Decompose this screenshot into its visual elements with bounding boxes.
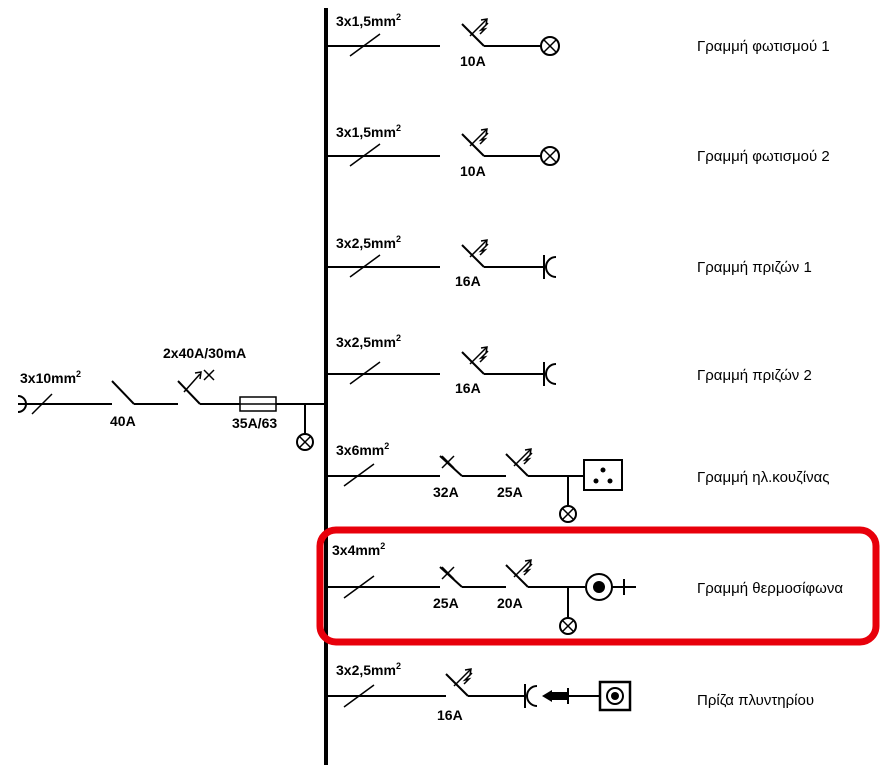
breaker-icon bbox=[505, 453, 529, 477]
cable-tick bbox=[349, 33, 381, 57]
circuit-lighting-2: 3x1,5mm2 10A Γραμμή φωτισμού 2 bbox=[326, 123, 830, 179]
circuit-name: Γραμμή πριζών 2 bbox=[697, 367, 812, 384]
breaker-icon bbox=[461, 23, 485, 47]
cable-tick bbox=[349, 361, 381, 385]
breaker-icon bbox=[505, 564, 529, 588]
lamp-icon bbox=[540, 36, 560, 56]
cooker-icon bbox=[583, 459, 623, 491]
cable-tick bbox=[349, 143, 381, 167]
breaker-rating: 10A bbox=[460, 53, 486, 69]
circuit-name: Πρίζα πλυντηρίου bbox=[697, 692, 814, 709]
circuit-name: Γραμμή πριζών 1 bbox=[697, 259, 812, 276]
circuit-sockets-2: 3x2,5mm2 16A Γραμμή πριζών 2 bbox=[326, 333, 812, 396]
breaker-icon bbox=[461, 133, 485, 157]
circuit-name: Γραμμή φωτισμού 2 bbox=[697, 148, 830, 165]
fuse-rating: 35A/63 bbox=[232, 415, 277, 431]
circuit-washing-machine: 3x2,5mm2 16A Πρίζα πλυντηρίου bbox=[326, 661, 814, 723]
supply-line: 3x10mm2 40A 2x40A/30mA 35A/63 bbox=[17, 345, 326, 451]
circuit-sockets-1: 3x2,5mm2 16A Γραμμή πριζών 1 bbox=[326, 234, 812, 289]
circuit-name: Γραμμή ηλ.κουζίνας bbox=[697, 469, 829, 486]
breaker-icon bbox=[445, 673, 469, 697]
breaker-rating: 20A bbox=[497, 595, 523, 611]
supply-cable-label: 3x10mm2 bbox=[20, 369, 81, 386]
switch-rating: 32A bbox=[433, 484, 459, 500]
cable-tick bbox=[349, 254, 381, 278]
circuit-cable-label: 3x1,5mm2 bbox=[336, 123, 401, 140]
breaker-rating: 16A bbox=[455, 273, 481, 289]
indicator-lamp-icon bbox=[559, 505, 577, 523]
main-switch-rating: 40A bbox=[110, 413, 136, 429]
circuit-cable-label: 3x2,5mm2 bbox=[336, 333, 401, 350]
switch-rating: 25A bbox=[433, 595, 459, 611]
breaker-rating: 10A bbox=[460, 163, 486, 179]
rcd-switch-icon bbox=[177, 380, 201, 405]
breaker-icon bbox=[461, 244, 485, 268]
breaker-rating: 16A bbox=[455, 380, 481, 396]
highlight-box bbox=[316, 526, 880, 646]
circuit-cable-label: 3x2,5mm2 bbox=[336, 661, 401, 678]
circuit-cable-label: 3x4mm2 bbox=[332, 541, 385, 558]
circuit-water-heater: 3x4mm2 25A 20A Γραμμή θερμοσίφωνα bbox=[326, 541, 843, 635]
cable-tick bbox=[31, 393, 53, 415]
breaker-rating: 25A bbox=[497, 484, 523, 500]
breaker-icon bbox=[461, 351, 485, 375]
cable-tick bbox=[343, 575, 375, 599]
breaker-rating: 16A bbox=[437, 707, 463, 723]
circuit-lighting-1: 3x1,5mm2 10A Γραμμή φωτισμού 1 bbox=[326, 12, 830, 69]
circuit-name: Γραμμή θερμοσίφωνα bbox=[697, 580, 843, 597]
main-switch-icon bbox=[111, 380, 135, 405]
plug-icon bbox=[542, 690, 552, 702]
circuit-cable-label: 3x1,5mm2 bbox=[336, 12, 401, 29]
lamp-icon bbox=[540, 146, 560, 166]
circuit-cable-label: 3x2,5mm2 bbox=[336, 234, 401, 251]
rcd-rating: 2x40A/30mA bbox=[163, 345, 246, 361]
indicator-lamp-icon bbox=[296, 433, 314, 451]
circuit-cooker: 3x6mm2 32A 25A Γραμμή ηλ.κουζίνας bbox=[326, 441, 829, 523]
circuit-cable-label: 3x6mm2 bbox=[336, 441, 389, 458]
cable-tick bbox=[343, 463, 375, 487]
cable-tick bbox=[343, 684, 375, 708]
indicator-lamp-icon bbox=[559, 617, 577, 635]
circuit-name: Γραμμή φωτισμού 1 bbox=[697, 38, 830, 55]
